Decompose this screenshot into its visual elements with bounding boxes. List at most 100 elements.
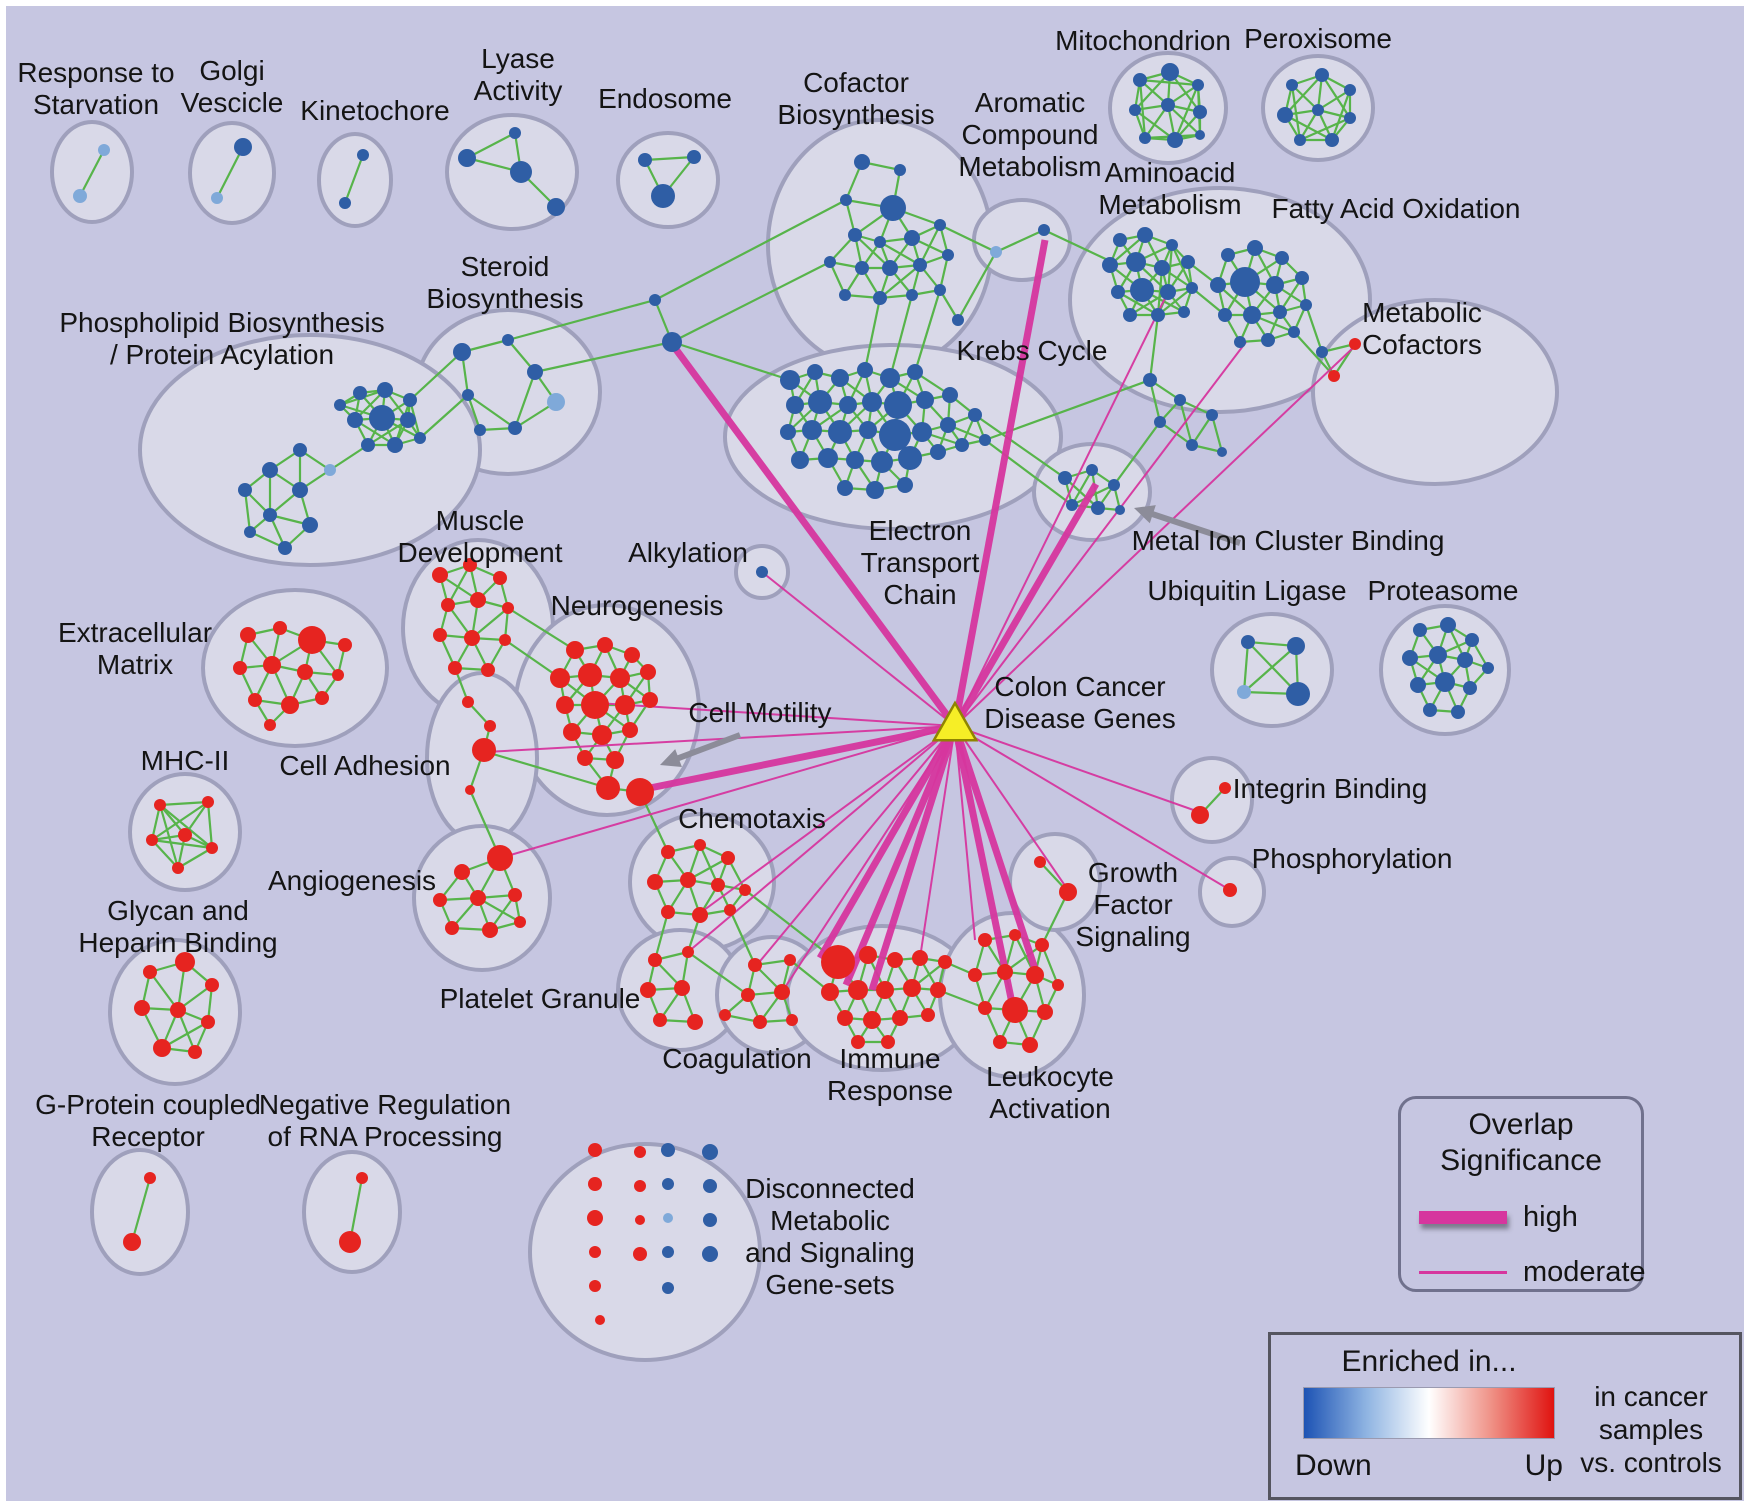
mitochondrion-node	[1167, 132, 1183, 148]
platelet-granule-node	[653, 1013, 667, 1027]
platelet-granule-node	[640, 982, 656, 998]
gene-set-edge	[206, 801, 214, 849]
aminoacid-metabolism-node	[1186, 282, 1198, 294]
krebs-etc-node	[912, 422, 932, 442]
enrichment-note: in cancer samples vs. controls	[1575, 1354, 1727, 1479]
disconnected-gene-sets-node	[702, 1246, 718, 1262]
gene-set-edge	[1317, 89, 1351, 111]
aromatic-compound-metabolism-node	[1038, 224, 1050, 236]
gene-set-edge	[1191, 414, 1213, 446]
overlap-legend-title-line2: Significance	[1440, 1144, 1602, 1177]
label-phospholipid-biosynthesis: / Protein Acylation	[110, 339, 334, 370]
extracellular-matrix-node	[315, 691, 329, 705]
glycan-heparin-binding-node	[153, 1039, 171, 1057]
neurogenesis-node	[592, 725, 612, 745]
aminoacid-metabolism-node	[1126, 252, 1146, 272]
steroid-biosynthesis-node	[462, 389, 474, 401]
phospholipid-biosynthesis-node	[347, 412, 363, 428]
phospholipid-biosynthesis-node	[387, 437, 403, 453]
label-kinetochore: Kinetochore	[300, 95, 449, 126]
cluster-ellipse	[138, 333, 482, 567]
ubiquitin-ligase-node	[1241, 635, 1255, 649]
leukocyte-activation-node	[1035, 938, 1049, 952]
mhc-ii-node	[178, 828, 192, 842]
immune-response-node	[863, 1011, 881, 1029]
fatty-acid-oxidation-node	[1275, 251, 1289, 265]
inter-cluster-edge	[485, 750, 609, 790]
muscle-development-node	[432, 567, 448, 583]
golgi-vescicle-node	[234, 138, 252, 156]
cofactor-biosynthesis-node	[934, 219, 946, 231]
metabolism-scatter-node	[1143, 373, 1157, 387]
label-cell-adhesion: Cell Adhesion	[279, 750, 450, 781]
metal-ion-cluster-binding-node	[1066, 499, 1078, 511]
cofactor-biosynthesis-node	[855, 261, 869, 275]
gene-set-edge	[698, 844, 720, 886]
extracellular-matrix-node	[338, 638, 352, 652]
proteasome-node	[1482, 662, 1494, 674]
krebs-etc-node	[871, 451, 893, 473]
gene-set-edge	[995, 229, 1045, 253]
inter-cluster-edge	[1041, 891, 1069, 946]
coagulation-node	[719, 1009, 731, 1021]
label-metal-ion-cluster-binding: Metal Ion Cluster Binding	[1132, 525, 1445, 556]
inter-cluster-edge	[654, 199, 847, 301]
label-proteasome: Proteasome	[1368, 575, 1519, 606]
cell-adhesion-node	[484, 720, 496, 732]
krebs-etc-node	[930, 444, 946, 460]
label-glycan-heparin-binding: Glycan and	[107, 895, 249, 926]
platelet-granule-node	[682, 946, 694, 958]
neurogenesis-node	[642, 692, 658, 708]
overlap-edge-moderate	[919, 725, 956, 959]
krebs-etc-node	[880, 368, 900, 388]
label-extracellular-matrix: Extracellular	[58, 617, 212, 648]
pointer-arrow-head	[1134, 505, 1156, 524]
label-growth-factor-signaling: Factor	[1093, 889, 1172, 920]
krebs-etc-node	[979, 434, 991, 446]
fatty-acid-oxidation-node	[1230, 267, 1260, 297]
coagulation-node	[784, 954, 796, 966]
muscle-development-node	[481, 663, 495, 677]
inter-cluster-edge	[653, 911, 670, 961]
fatty-acid-oxidation-node	[1288, 326, 1300, 338]
phosphorylation-node	[1223, 883, 1237, 897]
mhc-ii-node	[172, 862, 184, 874]
phospholipid-biosynthesis-node	[278, 541, 292, 555]
label-steroid-biosynthesis: Steroid	[461, 251, 550, 282]
krebs-etc-node	[780, 424, 796, 440]
ubiquitin-ligase-node	[1287, 637, 1305, 655]
chemotaxis-node	[711, 878, 725, 892]
mitochondrion-node	[1192, 79, 1204, 91]
colon-cancer-hub-triangle	[931, 700, 979, 742]
label-leukocyte-activation: Activation	[989, 1093, 1110, 1124]
inter-cluster-edge	[507, 607, 576, 651]
moderate-significance-line-swatch	[1419, 1271, 1507, 1274]
krebs-etc-node	[839, 396, 857, 414]
neurogenesis-node	[563, 723, 581, 741]
aminoacid-metabolism-node	[1111, 285, 1125, 299]
gene-set-edge	[159, 800, 209, 807]
krebs-etc-node	[857, 362, 873, 378]
label-disconnected-gene-sets: and Signaling	[745, 1237, 915, 1268]
peroxisome-node	[1315, 68, 1329, 82]
phospholipid-biosynthesis-node	[263, 508, 277, 522]
immune-response-node	[892, 1010, 908, 1026]
lyase-activity-node	[458, 149, 476, 167]
mitochondrion-node	[1195, 130, 1205, 140]
gene-set-edge	[151, 839, 179, 869]
gene-set-edge	[177, 847, 213, 869]
gene-set-edge	[1148, 379, 1162, 423]
chemotaxis-node	[647, 874, 663, 890]
overlap-edge-high	[951, 724, 1042, 980]
inter-cluster-edge	[504, 639, 561, 679]
krebs-etc-node	[831, 369, 849, 387]
fatty-acid-oxidation-node	[1261, 333, 1275, 347]
krebs-etc-node	[807, 364, 823, 380]
enrichment-note-line2: samples	[1598, 1413, 1704, 1445]
lyase-activity-node	[547, 198, 565, 216]
metabolism-scatter-node	[1186, 439, 1198, 451]
proteasome-node	[1465, 633, 1479, 647]
growth-factor-signaling-node	[1034, 856, 1046, 868]
label-coagulation: Coagulation	[662, 1043, 811, 1074]
